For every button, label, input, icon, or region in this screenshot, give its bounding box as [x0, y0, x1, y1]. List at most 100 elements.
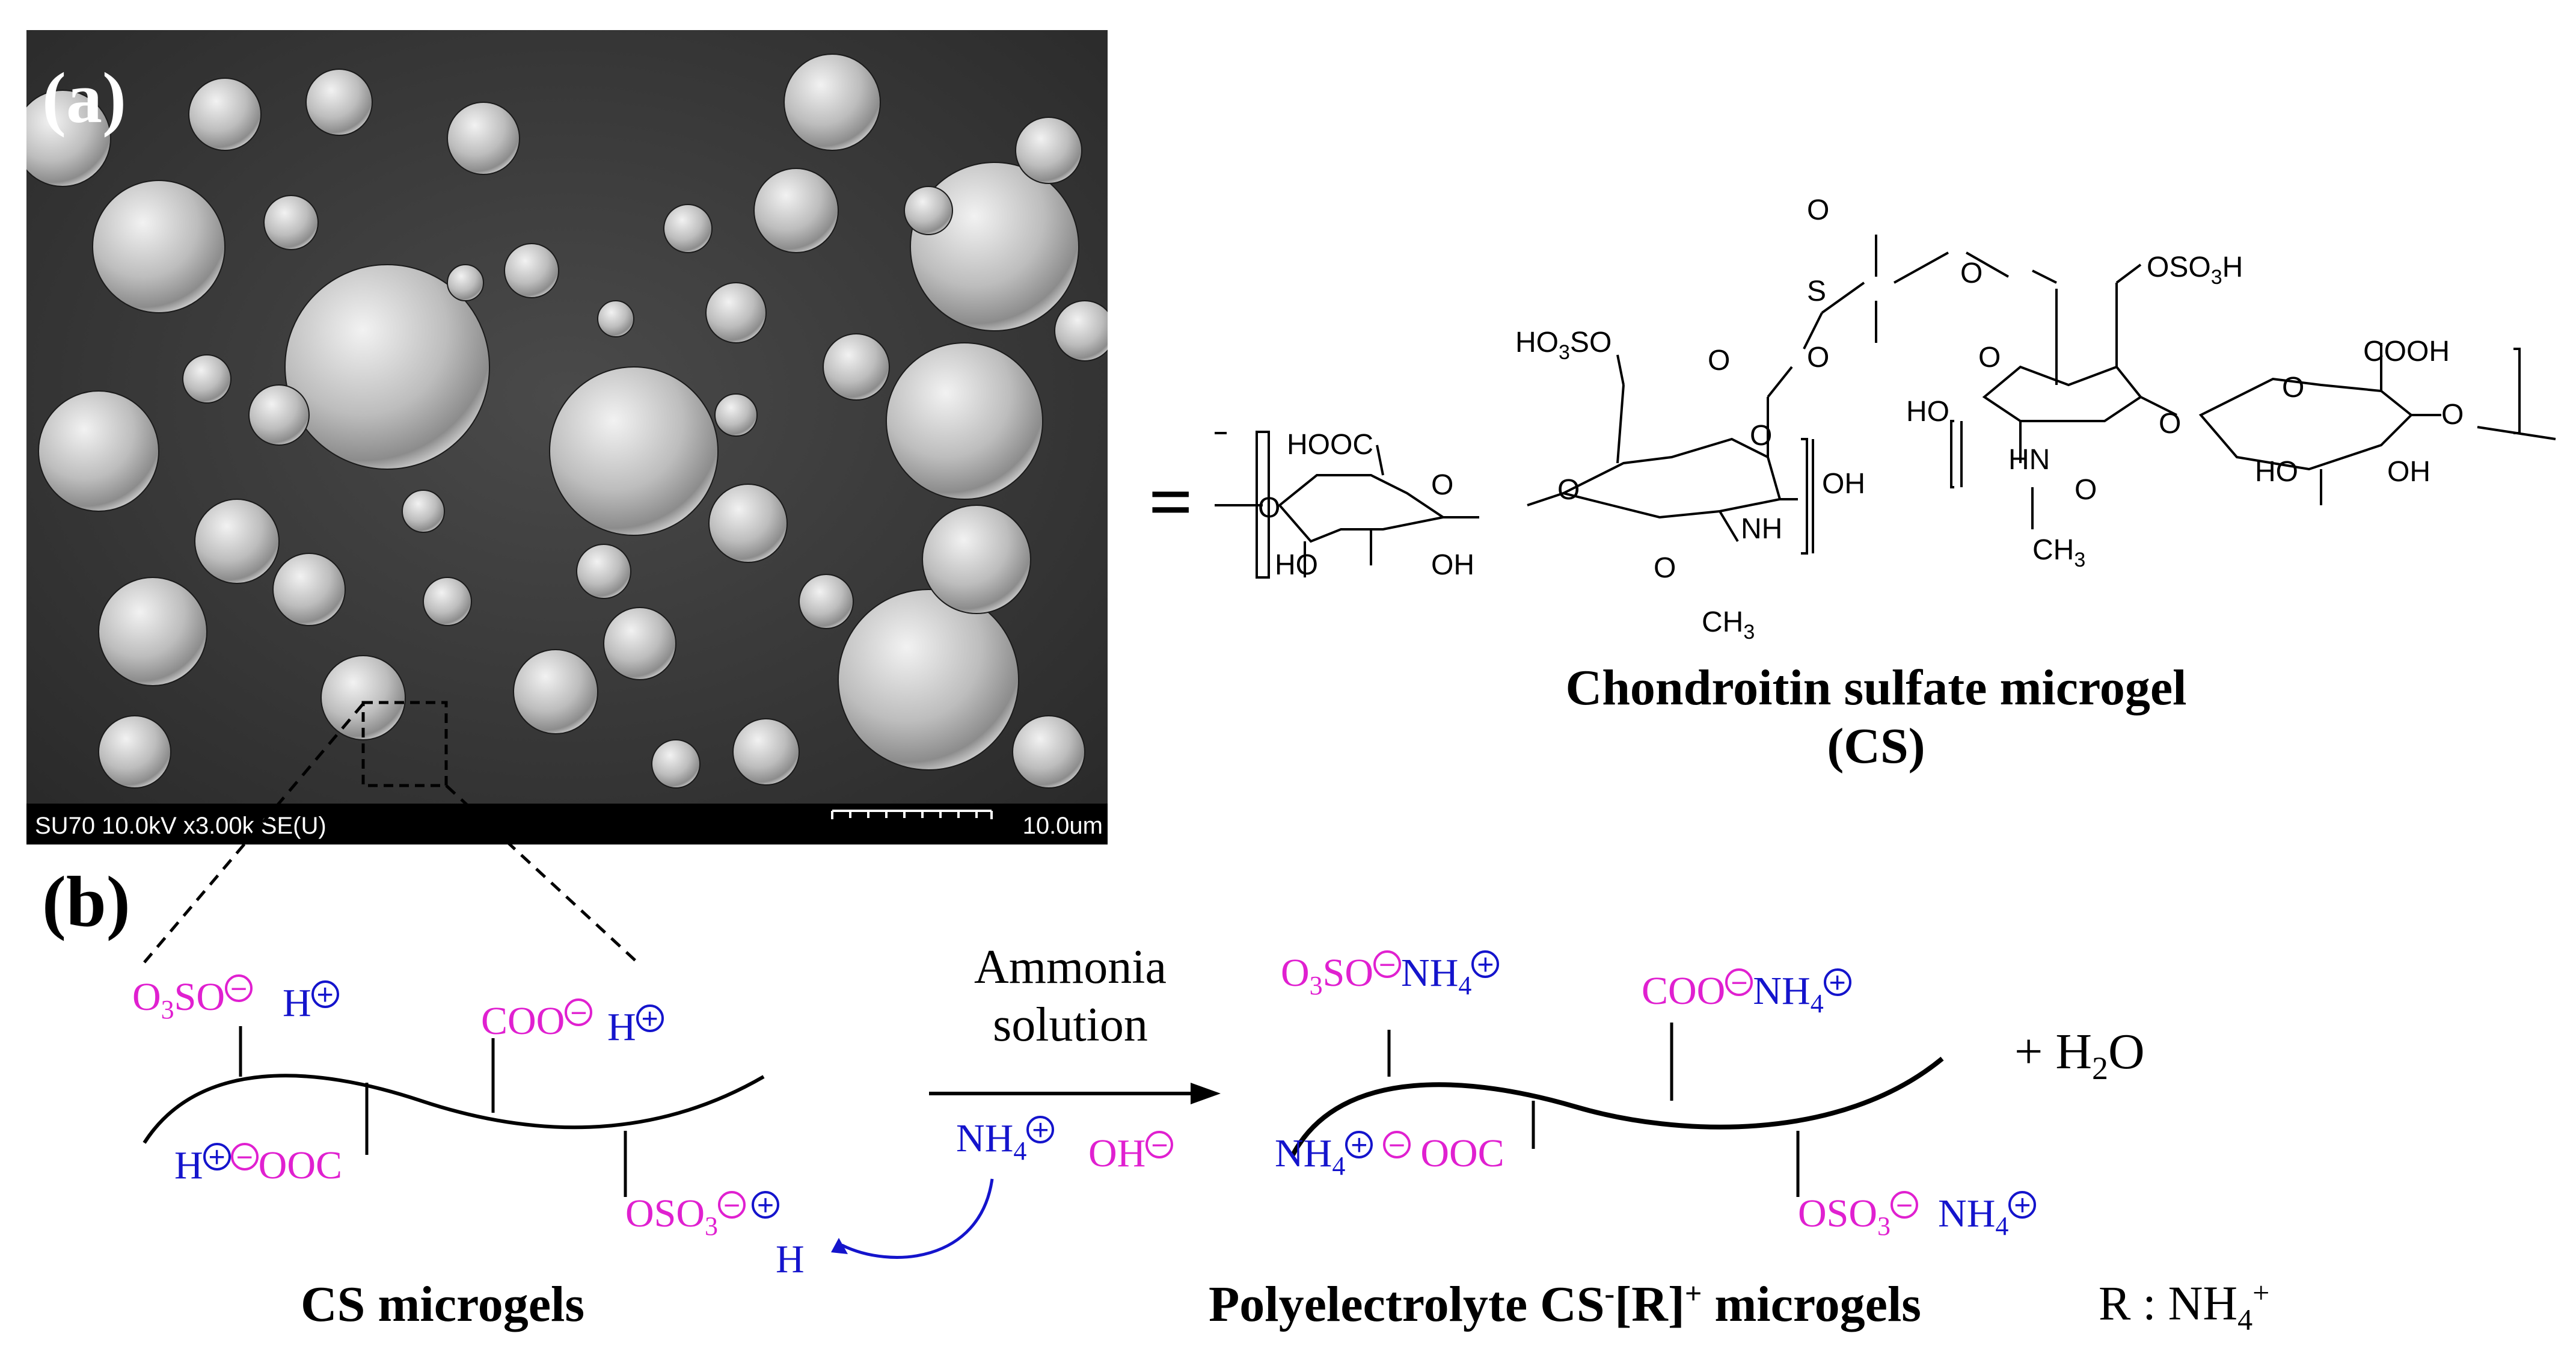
scale-bar: [831, 810, 993, 819]
reagent-line1: Ammonia: [974, 941, 1167, 994]
microgel-sphere: [799, 574, 854, 629]
microgel-sphere: [263, 195, 319, 250]
equals-sign: =: [1148, 459, 1194, 546]
ring-o4: O: [2282, 372, 2304, 404]
microgel-sphere: [305, 69, 373, 136]
minus-charge-icon: −: [225, 974, 253, 1004]
minus-charge-icon: −: [565, 998, 593, 1028]
microgel-spheres: [26, 54, 1108, 789]
sem-micrograph: SU70 10.0kV x3.00k SE(U) 10.0um: [26, 30, 1108, 844]
microgel-sphere: [732, 718, 800, 786]
microgel-sphere: [182, 354, 232, 404]
ho-1: HO: [1275, 549, 1318, 581]
cs-microgels-caption: CS microgels: [301, 1276, 585, 1332]
panel-b-label: (b): [42, 861, 130, 941]
oh-reagent: OH−: [1088, 1131, 1174, 1177]
reagent-label: Ammonia solution: [938, 938, 1203, 1054]
plus-charge-icon: +: [752, 1191, 779, 1220]
microgel-sphere: [663, 204, 713, 253]
microgel-sphere: [753, 168, 839, 253]
oh-end: OH: [1822, 468, 1865, 500]
microgel-sphere: [576, 544, 631, 599]
microgel-sphere: [838, 589, 1019, 771]
minus-charge-icon: −: [1373, 950, 1402, 980]
coo-nh4-right: COO−NH4+: [1642, 968, 1851, 1019]
plus-charge-icon: +: [636, 1004, 664, 1034]
ether-o1: O: [1960, 257, 1983, 289]
nh4-reagent: NH4+: [956, 1116, 1055, 1166]
h-left-4: +H: [752, 1191, 805, 1282]
microgel-sphere: [705, 282, 767, 343]
link-o4: O: [2441, 399, 2464, 431]
microgel-sphere: [714, 393, 758, 437]
ring-o2: O: [1750, 420, 1772, 452]
cs-chain-left: [143, 1074, 765, 1144]
link-o1: O: [1258, 492, 1280, 524]
microgel-sphere: [272, 553, 346, 626]
o3so-left: O3SO−: [132, 974, 253, 1025]
microgel-sphere: [784, 54, 881, 151]
microgel-sphere: [402, 490, 445, 533]
o-1: O: [1654, 552, 1676, 584]
water-product: + H2O: [2014, 1024, 2145, 1086]
microgel-sphere: [904, 186, 953, 235]
structure-title-line2: (CS): [1827, 718, 1925, 774]
h-left-2: H+: [607, 1004, 664, 1050]
ho-mid: HO: [1906, 396, 1949, 428]
minus-charge-icon: −: [1382, 1131, 1411, 1160]
so2-s: S: [1807, 275, 1826, 307]
microgel-sphere: [504, 243, 559, 298]
hooc-label: HOOC: [1287, 429, 1373, 461]
minus-charge-icon: −: [718, 1191, 746, 1220]
hn-2: HN: [2008, 444, 2050, 476]
ch3-1: CH3: [1702, 606, 1755, 644]
plus-charge-icon: +: [1823, 968, 1851, 998]
plus-charge-icon: +: [1471, 950, 1500, 980]
link-o3: O: [2159, 408, 2181, 440]
chondroitin-structure: O S O O O OSO3H HO3SO HOOC COOH O O O O …: [1215, 194, 2556, 644]
microgel-sphere: [651, 739, 701, 789]
nh4-ooc-right: NH4+ − OOC: [1275, 1130, 1504, 1181]
plus-charge-icon: +: [1345, 1131, 1373, 1160]
microgel-sphere: [447, 264, 484, 301]
proton-transfer-arrow: [841, 1178, 994, 1259]
plus-charge-icon: +: [2008, 1191, 2037, 1220]
microgel-sphere: [98, 577, 207, 686]
polyelectrolyte-caption: Polyelectrolyte CS-[R]+ microgels: [1209, 1276, 1921, 1332]
sem-info-text: SU70 10.0kV x3.00k SE(U): [35, 813, 327, 839]
oso3-left: OSO3−: [625, 1191, 746, 1241]
microgel-sphere: [922, 505, 1031, 614]
cooh-label: COOH: [2363, 336, 2450, 368]
microgel-sphere: [38, 390, 159, 512]
microgel-sphere: [284, 264, 490, 470]
microgel-sphere: [248, 384, 310, 446]
minus-charge-icon: −: [1891, 1191, 1919, 1220]
plus-charge-icon: +: [203, 1143, 231, 1172]
microgel-sphere: [1012, 715, 1085, 789]
o-2: O: [2075, 474, 2097, 506]
microgel-sphere: [597, 300, 634, 337]
microgel-sphere: [1054, 300, 1108, 361]
oso3h-label: OSO3H: [2147, 251, 2243, 289]
structure-title-line1: Chondroitin sulfate microgel: [1565, 660, 2187, 716]
microgel-sphere: [194, 499, 280, 584]
microgel-sphere: [708, 484, 788, 563]
microgel-sphere: [423, 577, 472, 626]
r-definition: R : NH4+: [2099, 1276, 2270, 1337]
microgel-sphere: [320, 655, 406, 740]
ho3so-label: HO3SO: [1515, 327, 1612, 364]
scale-bar-label: 10.0um: [1023, 813, 1103, 839]
ho-2: HO: [2255, 456, 2298, 488]
microgel-sphere: [26, 90, 111, 187]
o3so-nh4-right: O3SO−NH4+: [1281, 950, 1500, 1001]
plus-charge-icon: +: [311, 980, 339, 1010]
oso3-nh4-right: OSO3− NH4+: [1798, 1191, 2037, 1241]
link-o2: O: [1557, 474, 1580, 506]
h-ooc-left: H+−OOC: [174, 1142, 343, 1187]
microgel-sphere: [1015, 117, 1082, 184]
microgel-sphere: [910, 162, 1079, 331]
oh-2: OH: [2387, 456, 2430, 488]
microgel-sphere: [886, 342, 1043, 500]
